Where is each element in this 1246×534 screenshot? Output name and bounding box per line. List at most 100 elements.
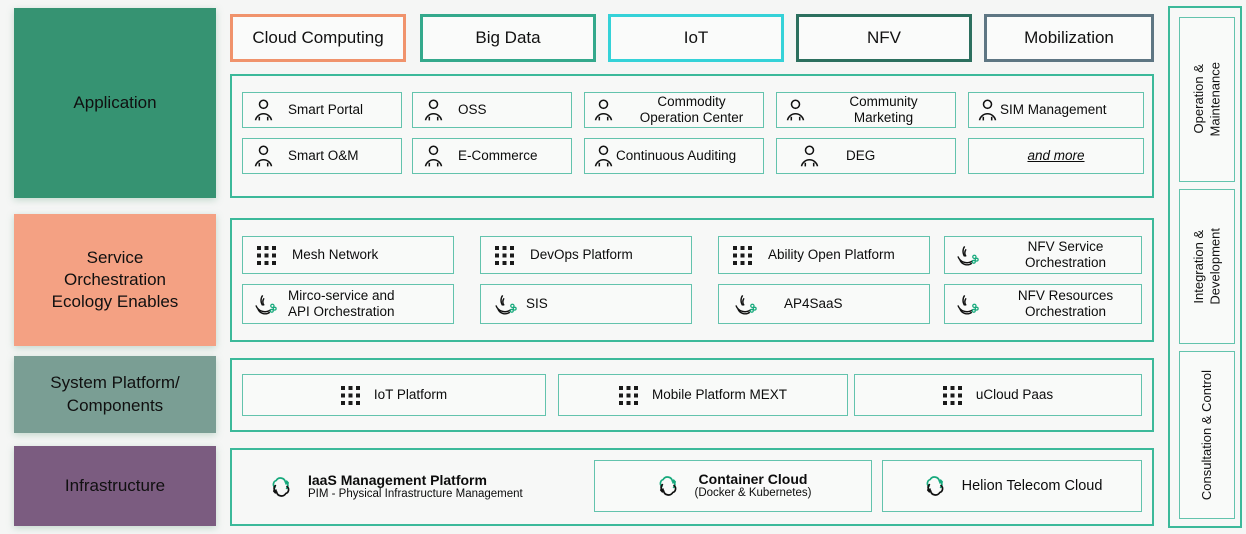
tab-cloud-computing[interactable]: Cloud Computing xyxy=(230,14,406,62)
rail-section-integration-development[interactable]: Integration & Development xyxy=(1179,189,1235,344)
app-item-community-marketing[interactable]: Community Marketing xyxy=(776,92,956,128)
service-item-label: Ability Open Platform xyxy=(768,247,895,263)
tab-label: Cloud Computing xyxy=(252,28,384,47)
service-item-label: DevOps Platform xyxy=(530,247,633,263)
service-item-label: AP4SaaS xyxy=(784,296,843,312)
app-item-label-line1: Commodity xyxy=(657,94,726,110)
app-item-e-commerce[interactable]: E-Commerce xyxy=(412,138,572,174)
service-item-label-line2: Orchestration xyxy=(1024,304,1107,319)
layer-block-application[interactable]: Application xyxy=(14,8,216,198)
service-item-label-line2: Orchestration xyxy=(1024,255,1107,270)
tab-iot[interactable]: IoT xyxy=(608,14,784,62)
service-orchestration-panel: Mesh Network DevOps Platform Ability xyxy=(230,218,1154,342)
tab-label: Mobilization xyxy=(1024,28,1114,47)
person-icon xyxy=(424,145,443,166)
service-item-label: Mesh Network xyxy=(292,247,379,263)
person-icon xyxy=(800,145,819,166)
app-item-smart-o-and-m[interactable]: Smart O&M xyxy=(242,138,402,174)
system-item-iot-platform[interactable]: IoT Platform xyxy=(242,374,546,416)
service-item-label: SIS xyxy=(526,296,548,312)
layer-label-system-line1: System Platform/ xyxy=(50,373,180,393)
infra-item-iaas-management-platform[interactable]: IaaS Management Platform PIM - Physical … xyxy=(268,464,598,510)
orchestration-icon xyxy=(957,294,979,315)
rail-label-line1: Consultation & Control xyxy=(1198,369,1214,501)
tab-label: Big Data xyxy=(475,28,541,47)
tab-mobilization[interactable]: Mobilization xyxy=(984,14,1154,62)
app-item-label-line1: Community xyxy=(849,94,918,110)
service-item-devops-platform[interactable]: DevOps Platform xyxy=(480,236,692,274)
orchestration-icon xyxy=(495,294,517,315)
tab-label: NFV xyxy=(867,28,901,47)
orchestration-icon xyxy=(255,294,277,315)
cloud-refresh-icon xyxy=(926,476,943,496)
infrastructure-panel: IaaS Management Platform PIM - Physical … xyxy=(230,448,1154,526)
application-panel: Smart Portal OSS Commodity Operation Cen… xyxy=(230,74,1154,198)
layer-label-service-line3: Ecology Enables xyxy=(51,292,179,312)
layer-block-system-platform[interactable]: System Platform/ Components xyxy=(14,356,216,433)
layer-block-service-orchestration[interactable]: Service Orchestration Ecology Enables xyxy=(14,214,216,346)
system-item-label: uCloud Paas xyxy=(975,387,1054,403)
person-icon xyxy=(424,99,443,120)
layer-label-application: Application xyxy=(73,92,157,112)
system-platform-panel: IoT Platform Mobile Platform MEXT uC xyxy=(230,358,1154,432)
service-item-nfv-resources-orchestration[interactable]: NFV Resources Orchestration xyxy=(944,284,1142,324)
layer-label-infrastructure: Infrastructure xyxy=(64,475,166,495)
app-item-deg[interactable]: DEG xyxy=(776,138,956,174)
infra-item-subtitle: (Docker & Kubernetes) xyxy=(694,487,812,500)
app-item-label: and more xyxy=(1027,148,1085,164)
app-item-sim-management[interactable]: SIM Management xyxy=(968,92,1144,128)
tab-nfv[interactable]: NFV xyxy=(796,14,972,62)
app-item-continuous-auditing[interactable]: Continuous Auditing xyxy=(584,138,764,174)
rail-label-line1: Integration & xyxy=(1190,229,1206,304)
cloud-refresh-icon xyxy=(272,477,290,497)
dots-grid-icon xyxy=(257,245,276,265)
system-item-mobile-platform-mext[interactable]: Mobile Platform MEXT xyxy=(558,374,848,416)
infra-item-title: IaaS Management Platform xyxy=(308,472,487,489)
app-item-commodity-operation-center[interactable]: Commodity Operation Center xyxy=(584,92,764,128)
person-icon xyxy=(978,99,997,120)
app-item-label-line2: Operation Center xyxy=(639,110,744,125)
dots-grid-icon xyxy=(733,245,752,265)
right-rail-panel: Operation & Maintenance Integration & De… xyxy=(1168,6,1242,528)
rail-section-consultation-control[interactable]: Consultation & Control xyxy=(1179,351,1235,519)
app-item-label: Continuous Auditing xyxy=(616,148,737,164)
app-item-smart-portal[interactable]: Smart Portal xyxy=(242,92,402,128)
app-item-label: E-Commerce xyxy=(458,148,538,164)
app-item-label: DEG xyxy=(846,148,876,164)
infra-item-container-cloud[interactable]: Container Cloud (Docker & Kubernetes) xyxy=(594,460,872,512)
service-item-microservice-api-orchestration[interactable]: Mirco-service and API Orchestration xyxy=(242,284,454,324)
app-item-label: Smart O&M xyxy=(288,148,359,164)
service-item-label-line2: API Orchestration xyxy=(288,304,395,319)
app-item-label-line2: Marketing xyxy=(853,110,914,125)
rail-label-line2: Development xyxy=(1207,228,1222,305)
rail-section-operation-maintenance[interactable]: Operation & Maintenance xyxy=(1179,17,1235,182)
system-item-label: Mobile Platform MEXT xyxy=(651,387,788,403)
system-item-label: IoT Platform xyxy=(373,387,448,403)
system-item-ucloud-paas[interactable]: uCloud Paas xyxy=(854,374,1142,416)
person-icon xyxy=(254,145,273,166)
rail-label-line1: Operation & xyxy=(1190,64,1206,135)
app-item-and-more[interactable]: and more xyxy=(968,138,1144,174)
person-icon xyxy=(254,99,273,120)
cloud-refresh-icon xyxy=(659,476,676,496)
app-item-oss[interactable]: OSS xyxy=(412,92,572,128)
infra-item-helion-telecom-cloud[interactable]: Helion Telecom Cloud xyxy=(882,460,1142,512)
layer-block-infrastructure[interactable]: Infrastructure xyxy=(14,446,216,526)
dots-grid-icon xyxy=(495,245,514,265)
person-icon xyxy=(594,99,613,120)
app-item-label: SIM Management xyxy=(1000,102,1107,118)
service-item-mesh-network[interactable]: Mesh Network xyxy=(242,236,454,274)
service-item-sis[interactable]: SIS xyxy=(480,284,692,324)
dots-grid-icon xyxy=(942,385,962,405)
layer-label-system-line2: Components xyxy=(66,395,164,415)
infra-item-subtitle: PIM - Physical Infrastructure Management xyxy=(308,488,523,501)
service-item-ability-open-platform[interactable]: Ability Open Platform xyxy=(718,236,930,274)
tab-big-data[interactable]: Big Data xyxy=(420,14,596,62)
tab-label: IoT xyxy=(683,28,709,47)
service-item-nfv-service-orchestration[interactable]: NFV Service Orchestration xyxy=(944,236,1142,274)
service-item-label-line1: Mirco-service and xyxy=(288,288,395,304)
service-item-ap4saas[interactable]: AP4SaaS xyxy=(718,284,930,324)
app-item-label: Smart Portal xyxy=(288,102,364,118)
service-item-label-line1: NFV Service xyxy=(1027,239,1104,255)
